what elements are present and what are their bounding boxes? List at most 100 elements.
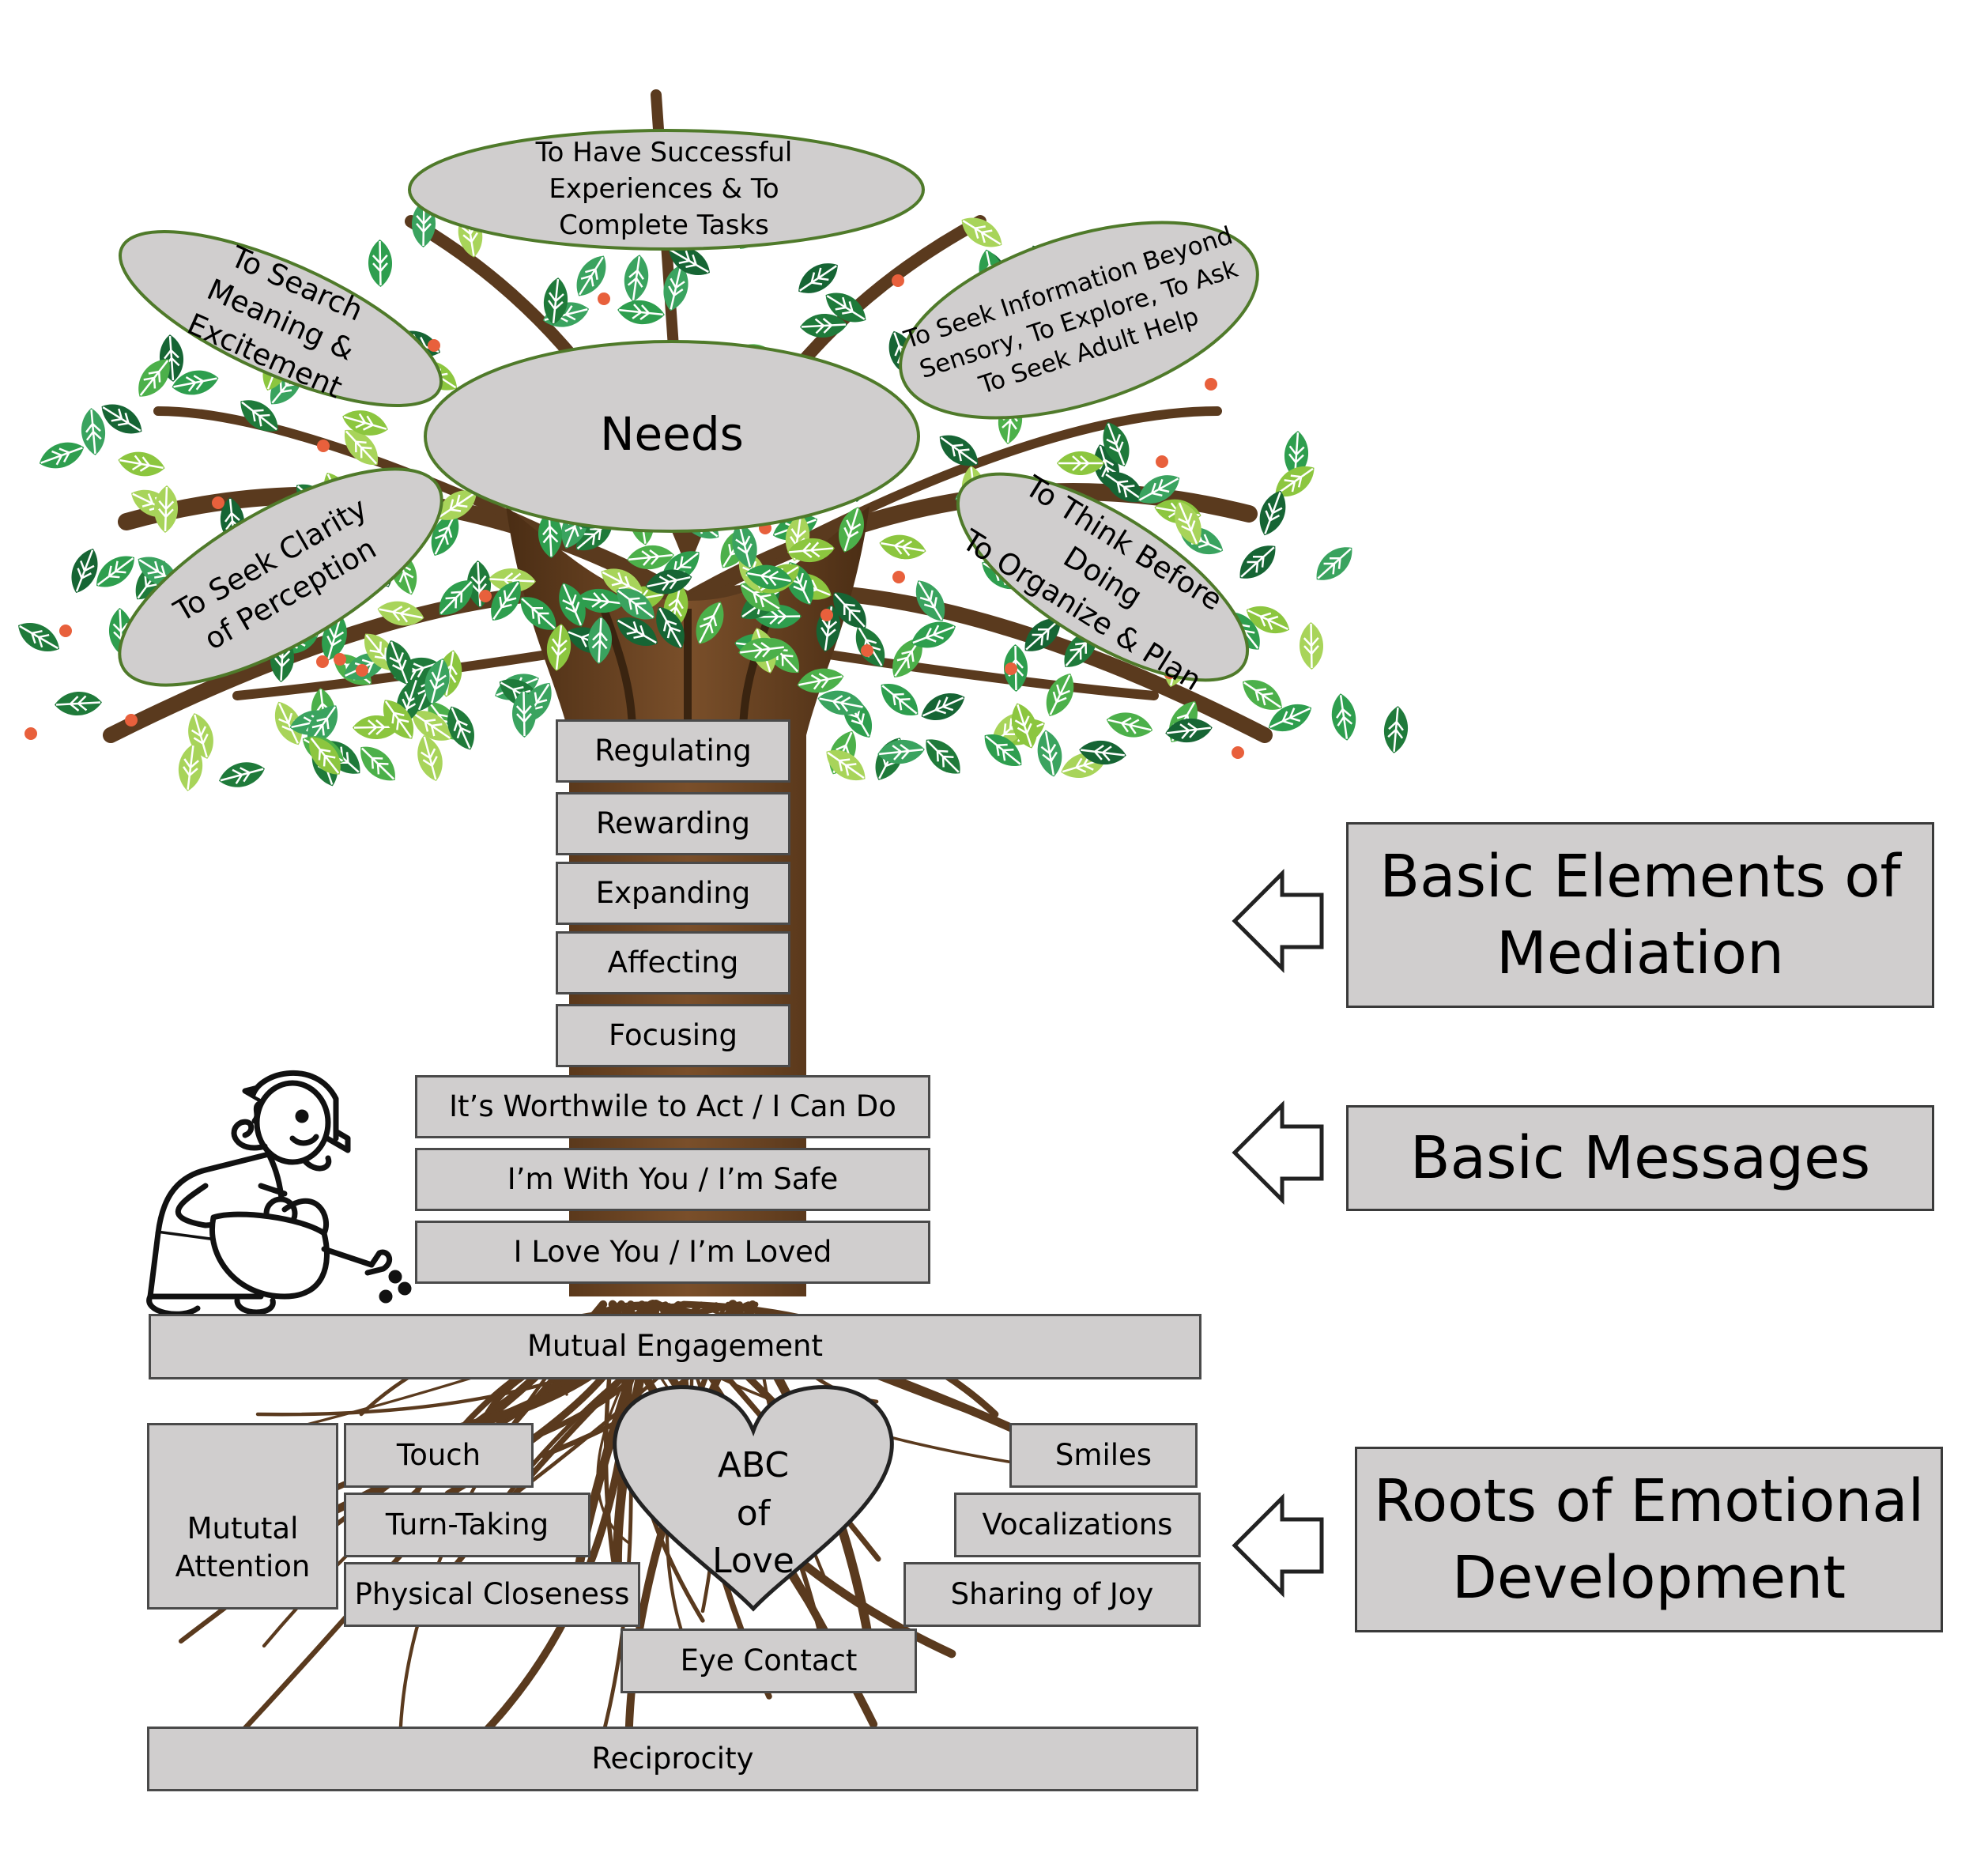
leaf — [939, 435, 979, 466]
leaf — [1246, 606, 1290, 634]
leaf — [800, 314, 847, 338]
leaf — [543, 277, 568, 325]
berry — [1205, 378, 1217, 391]
leaf — [624, 255, 649, 302]
leaf — [447, 706, 474, 750]
leaf — [219, 762, 265, 787]
berry — [317, 440, 330, 452]
leaf — [797, 668, 844, 693]
needs-ellipse-upper-right — [899, 221, 1259, 420]
leaf — [512, 690, 536, 738]
mediation-box-regulating: Regulating — [556, 719, 790, 783]
leaf — [1037, 730, 1062, 777]
leaf — [1316, 547, 1352, 580]
leaf — [172, 370, 219, 395]
berry — [820, 609, 833, 621]
leaf — [491, 581, 521, 621]
leaf — [344, 430, 379, 465]
leaf — [669, 246, 710, 276]
berry — [125, 714, 138, 726]
leaf — [386, 640, 413, 685]
leaf — [798, 263, 838, 293]
leaf — [1259, 490, 1286, 536]
leaf — [879, 534, 926, 560]
needs-label-top: To Have Successful Experiences & To Comp… — [535, 137, 793, 241]
leaf — [1103, 421, 1130, 467]
leaf — [439, 580, 473, 615]
leaf — [431, 513, 459, 556]
berry — [356, 664, 368, 677]
leaf — [961, 217, 1002, 247]
reciprocity-box: Reciprocity — [147, 1727, 1198, 1791]
leaf — [892, 638, 922, 677]
leaf — [627, 545, 674, 570]
leaf — [1104, 472, 1144, 502]
mediation-box-rewarding: Rewarding — [556, 792, 790, 855]
leaf — [984, 734, 1022, 767]
berry — [334, 653, 346, 666]
message-box-with-you: I’m With You / I’m Safe — [415, 1148, 930, 1211]
leaf — [926, 739, 960, 774]
mediation-box-focusing: Focusing — [556, 1004, 790, 1067]
leaf — [732, 522, 757, 569]
berry — [25, 727, 37, 740]
leaf — [1057, 451, 1104, 475]
leaf — [154, 485, 178, 533]
leaf — [1275, 466, 1315, 496]
leaf — [1268, 704, 1312, 732]
leaf — [817, 690, 865, 715]
leaf — [383, 700, 413, 739]
mutual-engagement-box: Mutual Engagement — [149, 1314, 1201, 1379]
berry — [1232, 746, 1244, 759]
side-label-messages: Basic Messages — [1346, 1105, 1934, 1211]
side-label-roots: Roots of Emotional Development — [1355, 1447, 1943, 1632]
leaf — [559, 583, 586, 627]
message-box-worthwile: It’s Worthwile to Act / I Can Do — [415, 1075, 930, 1138]
leaf — [520, 597, 556, 630]
leaf — [39, 442, 85, 469]
leaf — [738, 637, 786, 662]
mediation-box-affecting: Affecting — [556, 931, 790, 994]
berry — [316, 655, 329, 668]
leaf — [1024, 618, 1061, 651]
leaf — [696, 602, 724, 644]
leaf — [833, 592, 866, 628]
leaf — [921, 693, 965, 720]
leaf — [538, 511, 562, 558]
berry — [59, 625, 72, 637]
leaf — [663, 264, 688, 311]
leaf — [1284, 431, 1309, 478]
leaf — [1165, 718, 1213, 743]
leaf — [1383, 706, 1409, 753]
touch-box: Touch — [344, 1423, 534, 1488]
arrow-left-messages — [1232, 1100, 1324, 1206]
leaf — [1079, 740, 1126, 765]
berry — [598, 292, 610, 305]
leaf — [101, 404, 142, 434]
branch — [683, 406, 1222, 606]
leaf — [1137, 475, 1180, 504]
arrow-left-mediation — [1232, 868, 1324, 974]
side-label-mediation: Basic Elements of Mediation — [1346, 822, 1934, 1008]
berry — [479, 590, 492, 602]
leaf — [826, 750, 866, 780]
leaf — [1011, 703, 1038, 749]
needs-ellipse-lower-left — [118, 467, 443, 687]
leaf — [617, 300, 665, 325]
needs-ellipse-top — [408, 129, 925, 251]
leaf — [1046, 674, 1074, 716]
leaf — [1106, 712, 1153, 738]
leaf — [645, 569, 692, 594]
leaf — [417, 735, 443, 781]
leaf — [424, 658, 450, 705]
leaf — [274, 701, 303, 745]
leaf — [489, 568, 536, 592]
sharing-of-joy-box: Sharing of Joy — [903, 1562, 1201, 1627]
leaf — [656, 606, 685, 649]
leaf — [877, 739, 925, 764]
leaf — [240, 400, 278, 432]
needs-label-center: Needs — [600, 407, 744, 462]
need-ellipses — [118, 129, 1259, 687]
berry — [861, 644, 873, 657]
